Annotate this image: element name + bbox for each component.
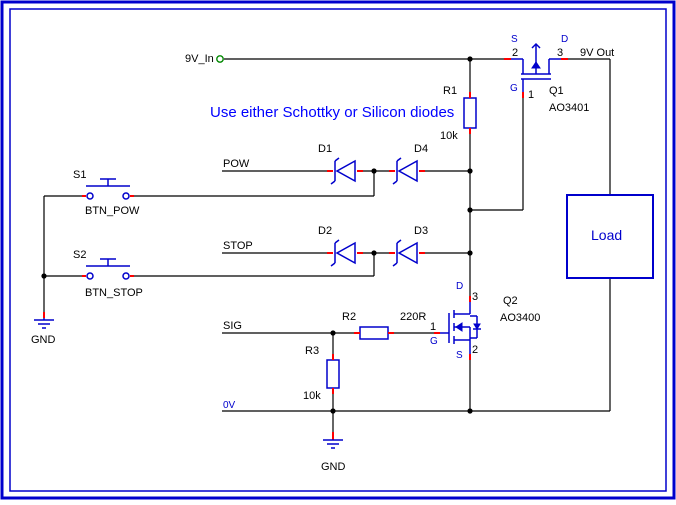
q1-pin1: 1 [528,89,534,101]
net-label-pow: POW [223,158,250,170]
net-label-vout: 9V Out [580,47,614,59]
switch-s1: S1 BTN_POW [73,169,140,217]
diode-d2: D2 [318,225,363,267]
resistor-r1: R1 10k [440,85,477,142]
q2-value: AO3400 [500,312,540,324]
q1-pin-g: G [510,83,518,94]
net-label-sig: SIG [223,320,242,332]
q2-pin-d: D [456,281,463,292]
load-label: Load [591,227,622,243]
q1-pin3: 3 [557,47,563,59]
net-label-stop: STOP [223,240,253,252]
r2-ref: R2 [342,311,356,323]
r1-ref: R1 [443,85,457,97]
q1-pin-s: S [511,34,518,45]
s1-value: BTN_POW [85,205,140,217]
s2-ref: S2 [73,249,86,261]
gnd-bottom-label: GND [321,461,346,473]
r2-value: 220R [400,311,426,323]
switch-s2: S2 BTN_STOP [73,249,143,299]
resistor-r3: R3 10k [303,345,340,402]
diode-d3: D3 [389,225,428,267]
r3-ref: R3 [305,345,319,357]
r3-value: 10k [303,390,321,402]
q2-pin-g: G [430,336,438,347]
mosfet-q2: D G S 1 3 2 Q2 AO3400 [430,281,540,361]
d2-ref: D2 [318,225,332,237]
q1-ref: Q1 [549,85,564,97]
d1-ref: D1 [318,143,332,155]
load-box: Load [566,194,654,279]
s1-ref: S1 [73,169,86,181]
q2-pin3: 3 [472,291,478,303]
q2-ref: Q2 [503,295,518,307]
net-label-vin: 9V_In [185,53,214,65]
gnd-bottom-icon: GND [321,432,346,473]
diode-d4: D4 [389,143,428,185]
gnd-left-icon: GND [31,312,56,346]
vin-terminal-icon [216,55,224,63]
q2-pin2: 2 [472,344,478,356]
gnd-left-label: GND [31,334,56,346]
junctions [41,56,473,414]
wires [43,58,611,438]
q1-pin2: 2 [512,47,518,59]
d4-ref: D4 [414,143,428,155]
q1-value: AO3401 [549,102,589,114]
mosfet-q1: S D G 2 3 1 Q1 AO3401 [504,34,589,114]
diode-note: Use either Schottky or Silicon diodes [210,104,454,121]
frame-inner [9,8,667,492]
d3-ref: D3 [414,225,428,237]
r1-value: 10k [440,130,458,142]
resistor-r2: R2 220R [342,311,426,340]
q2-pin1: 1 [430,321,436,333]
q2-pin-s: S [456,350,463,361]
q1-pin-d: D [561,34,568,45]
net-label-0v: 0V [223,400,236,411]
diode-d1: D1 [318,143,363,185]
s2-value: BTN_STOP [85,287,143,299]
